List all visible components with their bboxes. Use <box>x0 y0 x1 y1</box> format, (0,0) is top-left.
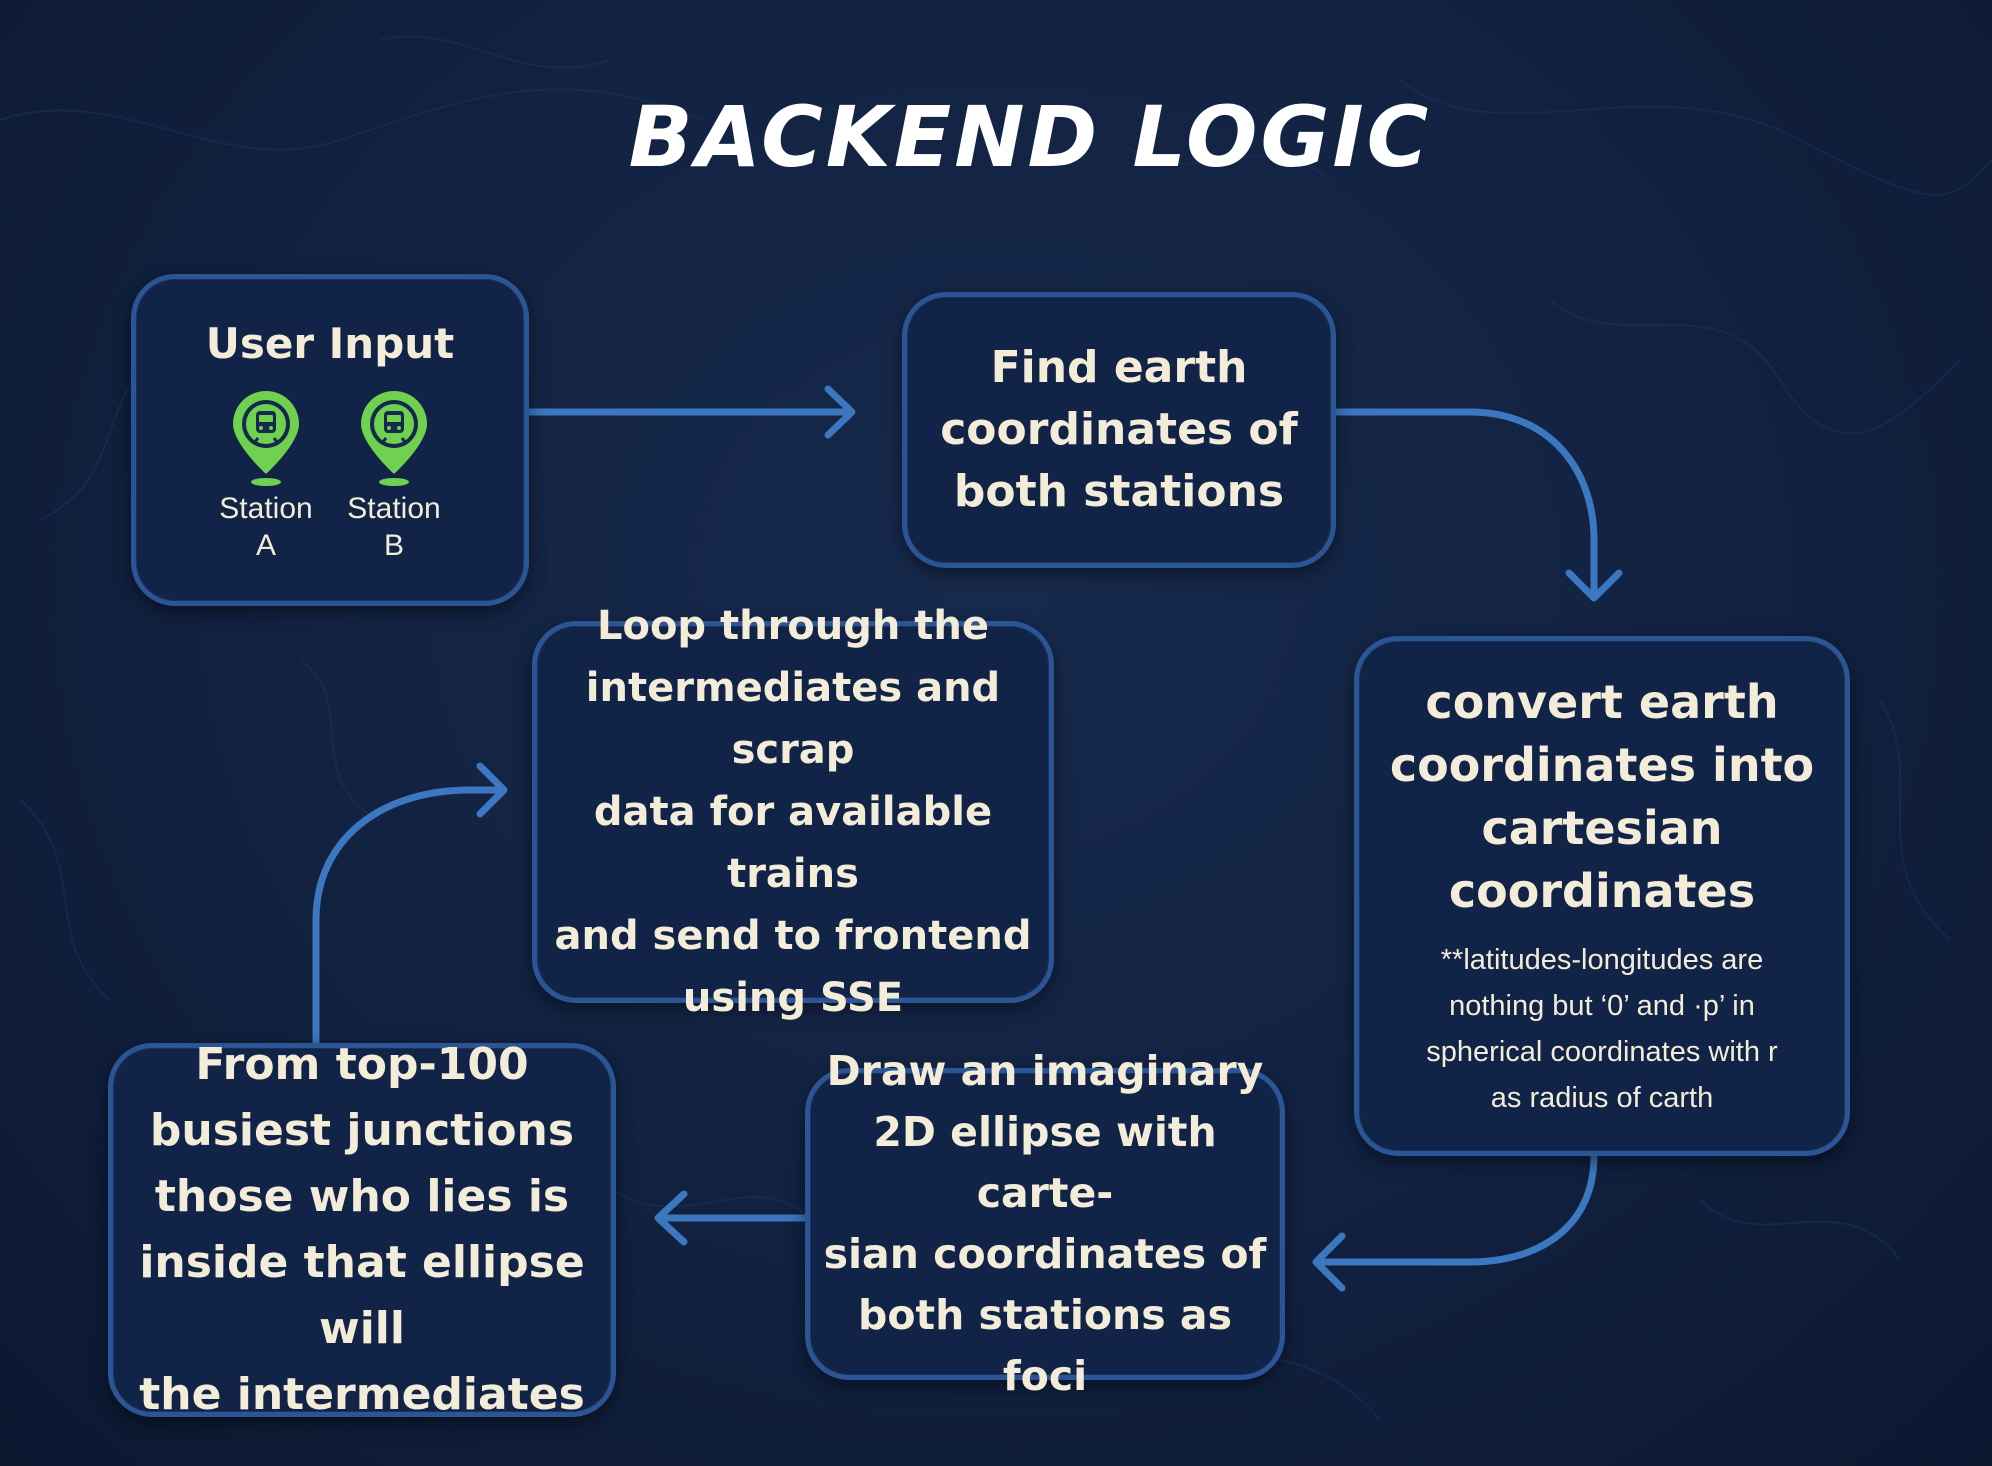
convert-coordinates-note: **latitudes-longitudes are nothing but ‘… <box>1426 944 1778 1114</box>
station-a: Station A <box>211 388 321 564</box>
node-loop-intermediates: Loop through the intermediates and scrap… <box>532 603 1054 1021</box>
stations-group: Station A Station B <box>211 388 449 564</box>
edge-find-coords-to-convert <box>1332 408 1598 599</box>
train-pin-icon <box>361 391 427 486</box>
arrowhead-find-coords <box>824 385 856 439</box>
node-find-coordinates: Find earth coordinates of both stations <box>902 292 1336 568</box>
top100-junctions-text: From top-100 busiest junctions those who… <box>139 1039 585 1420</box>
arrowhead-top100 <box>654 1190 688 1246</box>
find-coordinates-text: Find earth coordinates of both stations <box>940 342 1298 517</box>
station-b-label: Station B <box>347 492 441 562</box>
station-a-label: Station A <box>219 492 313 562</box>
node-draw-ellipse: Draw an imaginary 2D ellipse with carte-… <box>805 1047 1285 1400</box>
edge-convert-to-ellipse <box>1316 1152 1598 1266</box>
station-b: Station B <box>339 388 449 564</box>
node-user-input: User Input Station A <box>131 274 529 606</box>
convert-coordinates-text: convert earth coordinates into cartesian… <box>1389 675 1815 918</box>
user-input-title: User Input <box>205 319 455 368</box>
arrowhead-loop <box>476 762 508 818</box>
node-top100-junctions: From top-100 busiest junctions those who… <box>108 1039 616 1420</box>
node-convert-coordinates: convert earth coordinates into cartesian… <box>1354 636 1850 1156</box>
arrowhead-convert <box>1565 569 1623 602</box>
train-pin-icon <box>233 391 299 486</box>
arrowhead-ellipse <box>1312 1232 1346 1292</box>
draw-ellipse-text: Draw an imaginary 2D ellipse with carte-… <box>823 1047 1267 1400</box>
diagram-title: BACKEND LOGIC <box>628 88 1432 186</box>
loop-intermediates-text: Loop through the intermediates and scrap… <box>554 603 1032 1021</box>
edge-top100-to-loop <box>312 786 504 1047</box>
